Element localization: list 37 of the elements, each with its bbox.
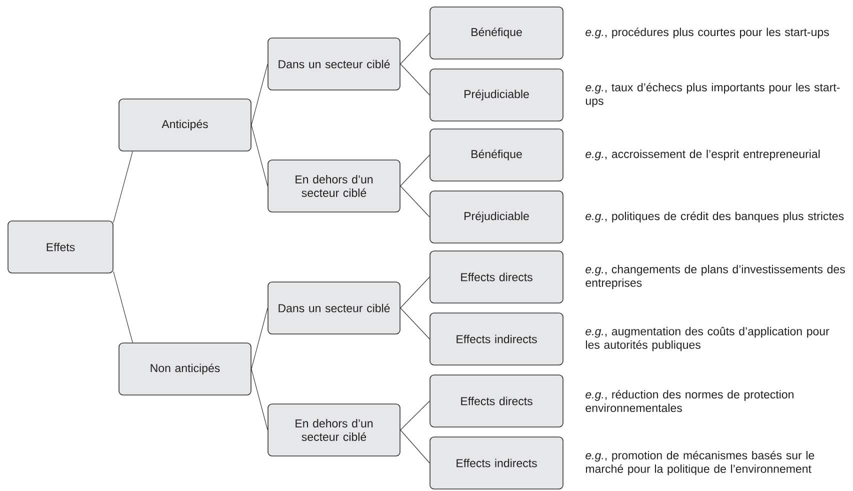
category-box: Préjudiciable <box>430 190 564 244</box>
category-box: Dans un secteur ciblé <box>268 38 400 90</box>
connector-line <box>400 276 430 308</box>
example-text: e.g., promotion de mécanismes basés sur le marché pour la politique de l’environnement <box>586 450 814 476</box>
connector-line <box>251 368 268 430</box>
connector-line <box>113 271 133 343</box>
example-text: e.g., procédures plus courtes pour les start-ups <box>586 28 829 38</box>
connector-line <box>251 64 268 126</box>
connector-line <box>113 151 133 223</box>
example-text: e.g., augmentation des coûts d’application pour les autorités publiques <box>586 326 830 352</box>
connector-line <box>400 430 430 464</box>
category-box: En dehors d’un secteur ciblé <box>268 160 400 212</box>
example-text: e.g., taux d’échecs plus importants pour les start-ups <box>586 82 840 108</box>
connector-line <box>400 32 430 64</box>
category-box: Bénéfique <box>430 128 564 182</box>
category-box: En dehors d’un secteur ciblé <box>268 404 400 456</box>
example-text: e.g., accroissement de l’esprit entrepreneurial <box>586 150 820 160</box>
category-box: Effects directs <box>430 374 564 428</box>
category-box: Effects indirects <box>430 436 564 490</box>
connector-line <box>400 64 430 96</box>
category-box: Non anticipés <box>118 342 252 396</box>
example-text: e.g., politiques de crédit des banques plus strictes <box>586 212 844 222</box>
category-box: Effects indirects <box>430 312 564 366</box>
category-box: Dans un secteur ciblé <box>268 282 400 334</box>
connector-line <box>400 186 430 218</box>
category-box: Anticipés <box>118 98 252 152</box>
connector-line <box>251 124 268 186</box>
example-text: e.g., changements de plans d’investissements des entreprises <box>586 264 845 290</box>
example-text: e.g., réduction des normes de protection environnementales <box>586 390 794 412</box>
connector-line <box>400 154 430 186</box>
category-box: Effects directs <box>430 250 564 304</box>
category-box: Bénéfique <box>430 6 564 60</box>
category-box: Effets <box>8 220 114 274</box>
connector-line <box>400 308 430 340</box>
connector-line <box>400 400 430 430</box>
connector-line <box>251 308 268 370</box>
category-box: Préjudiciable <box>430 68 564 122</box>
